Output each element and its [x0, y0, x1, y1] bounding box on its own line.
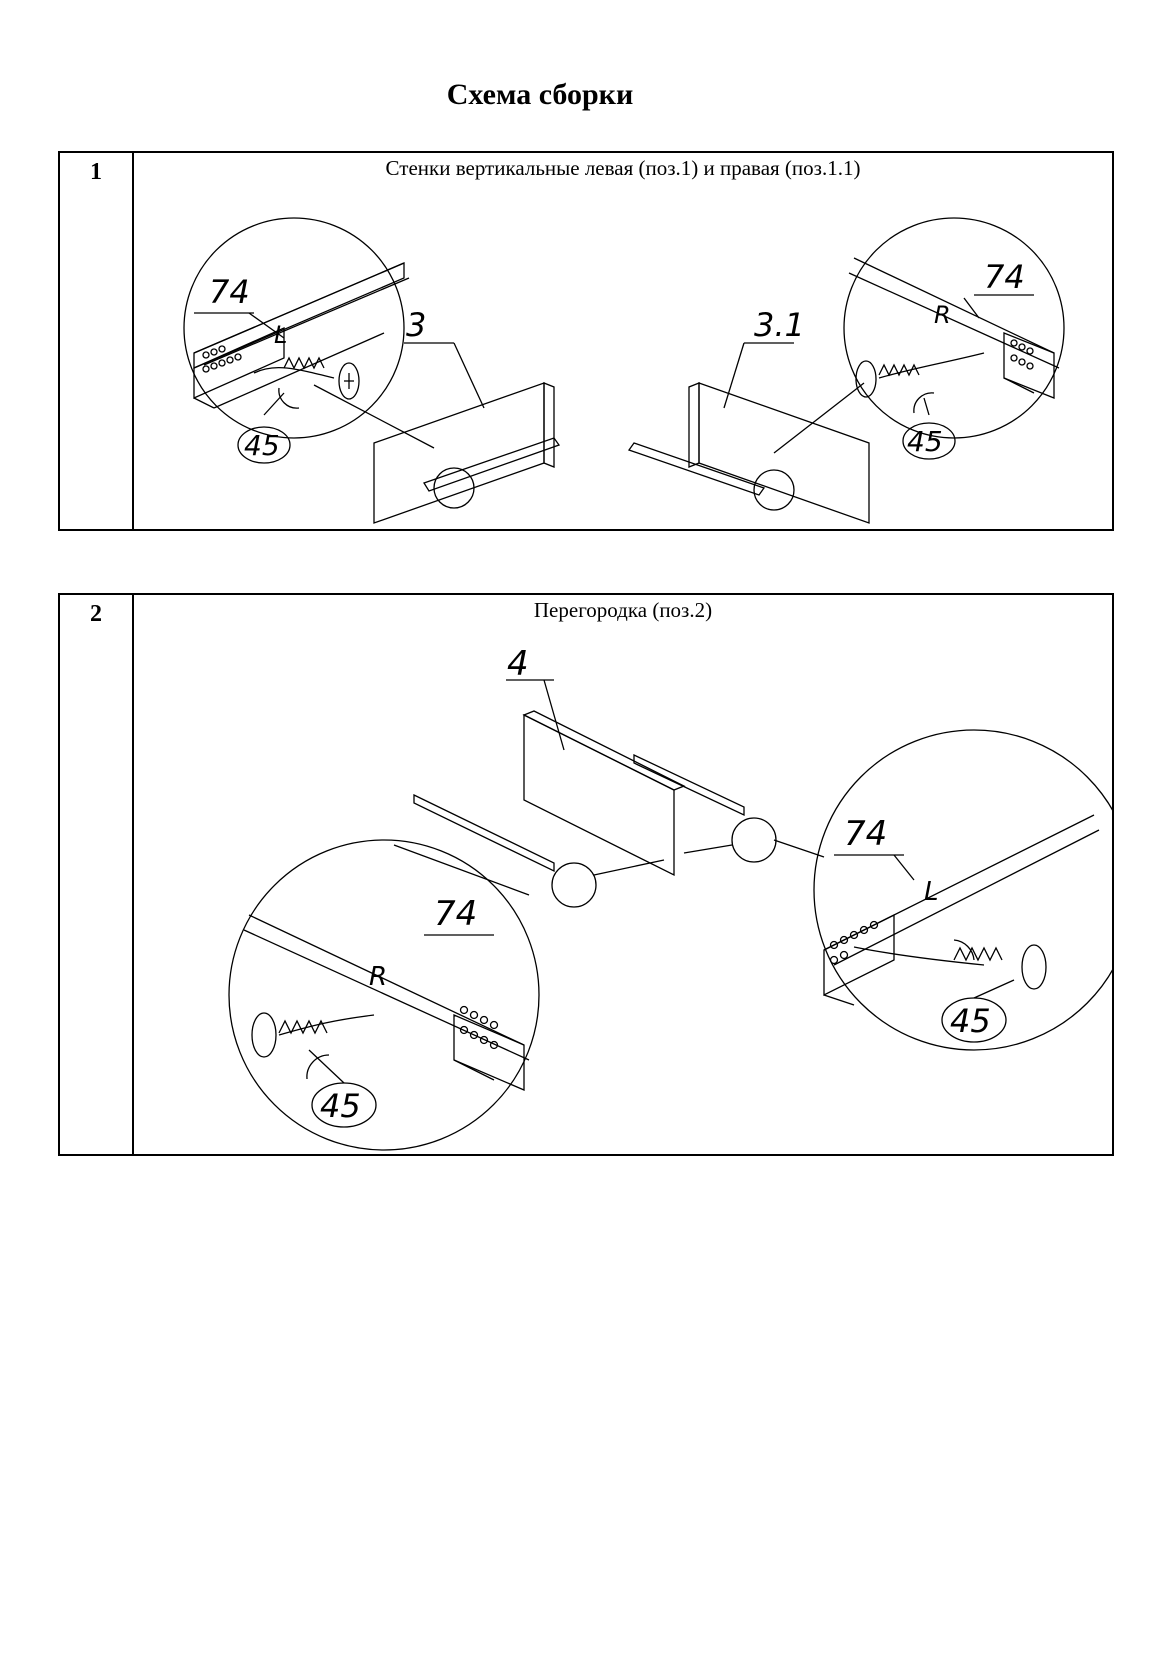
- callout-side-left: L: [274, 321, 287, 349]
- page-title: Схема сборки: [446, 78, 634, 111]
- callout-45-left: 45: [320, 1087, 361, 1125]
- callout-3: 3: [406, 306, 426, 344]
- zoom-circle-left: [228, 839, 540, 1151]
- screw-icon: [855, 352, 985, 414]
- screw-icon: [251, 1012, 375, 1080]
- callout-side-right: R: [934, 301, 951, 329]
- detail-circle-right: [731, 817, 777, 863]
- holes-left: [202, 345, 242, 373]
- detail-circle-right: [753, 469, 795, 511]
- holes-right: [1010, 339, 1034, 370]
- callout-74-right: 74: [984, 258, 1025, 296]
- panel-3: [373, 382, 545, 524]
- callout-4: 4: [507, 644, 529, 684]
- step-1-drawing: 74 L 45 3 3.1 74 R 45: [183, 217, 1065, 524]
- zoom-circle-right: [813, 729, 1114, 1051]
- zoom-circle-left: [183, 217, 405, 439]
- holes-right: [829, 920, 879, 965]
- callout-74-right: 74: [844, 814, 887, 854]
- holes-left: [459, 1005, 499, 1050]
- step-number: 2: [60, 595, 134, 1154]
- detail-circle-left: [433, 467, 475, 509]
- callout-45-right: 45: [950, 1002, 991, 1040]
- screw-icon: [853, 939, 1047, 990]
- callout-74-left: 74: [209, 273, 250, 311]
- step-number: 1: [60, 153, 134, 529]
- step-caption: Стенки вертикальные левая (поз.1) и прав…: [385, 156, 861, 180]
- callout-45-right: 45: [907, 425, 943, 458]
- callout-side-right: L: [924, 877, 939, 907]
- screw-icon: [253, 356, 360, 409]
- callout-side-left: R: [369, 962, 387, 992]
- panel-3-1: [698, 382, 870, 524]
- callout-74-left: 74: [434, 894, 477, 934]
- callout-3-1: 3.1: [754, 306, 805, 344]
- callout-45-left: 45: [244, 429, 280, 462]
- panel-4: [523, 713, 675, 877]
- step-2-drawing: 4 74 R 45 74 L 45: [228, 644, 1114, 1151]
- detail-circle-left: [551, 862, 597, 908]
- step-1: 1 Стенки вертикальные левая (поз.1) и пр…: [58, 151, 1114, 531]
- zoom-circle-right: [843, 217, 1065, 439]
- step-2: 2 Перегородка (поз.2): [58, 593, 1114, 1156]
- step-caption: Перегородка (поз.2): [533, 598, 713, 622]
